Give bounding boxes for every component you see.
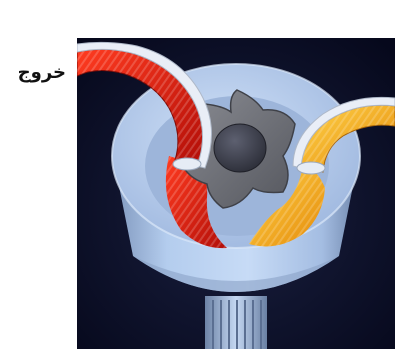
drive-shaft — [214, 124, 266, 172]
gerotor-pump-diagram — [77, 38, 395, 349]
pump-illustration — [77, 38, 395, 349]
outlet-label: خروج — [10, 62, 66, 83]
drive-shaft-stem — [205, 296, 267, 349]
